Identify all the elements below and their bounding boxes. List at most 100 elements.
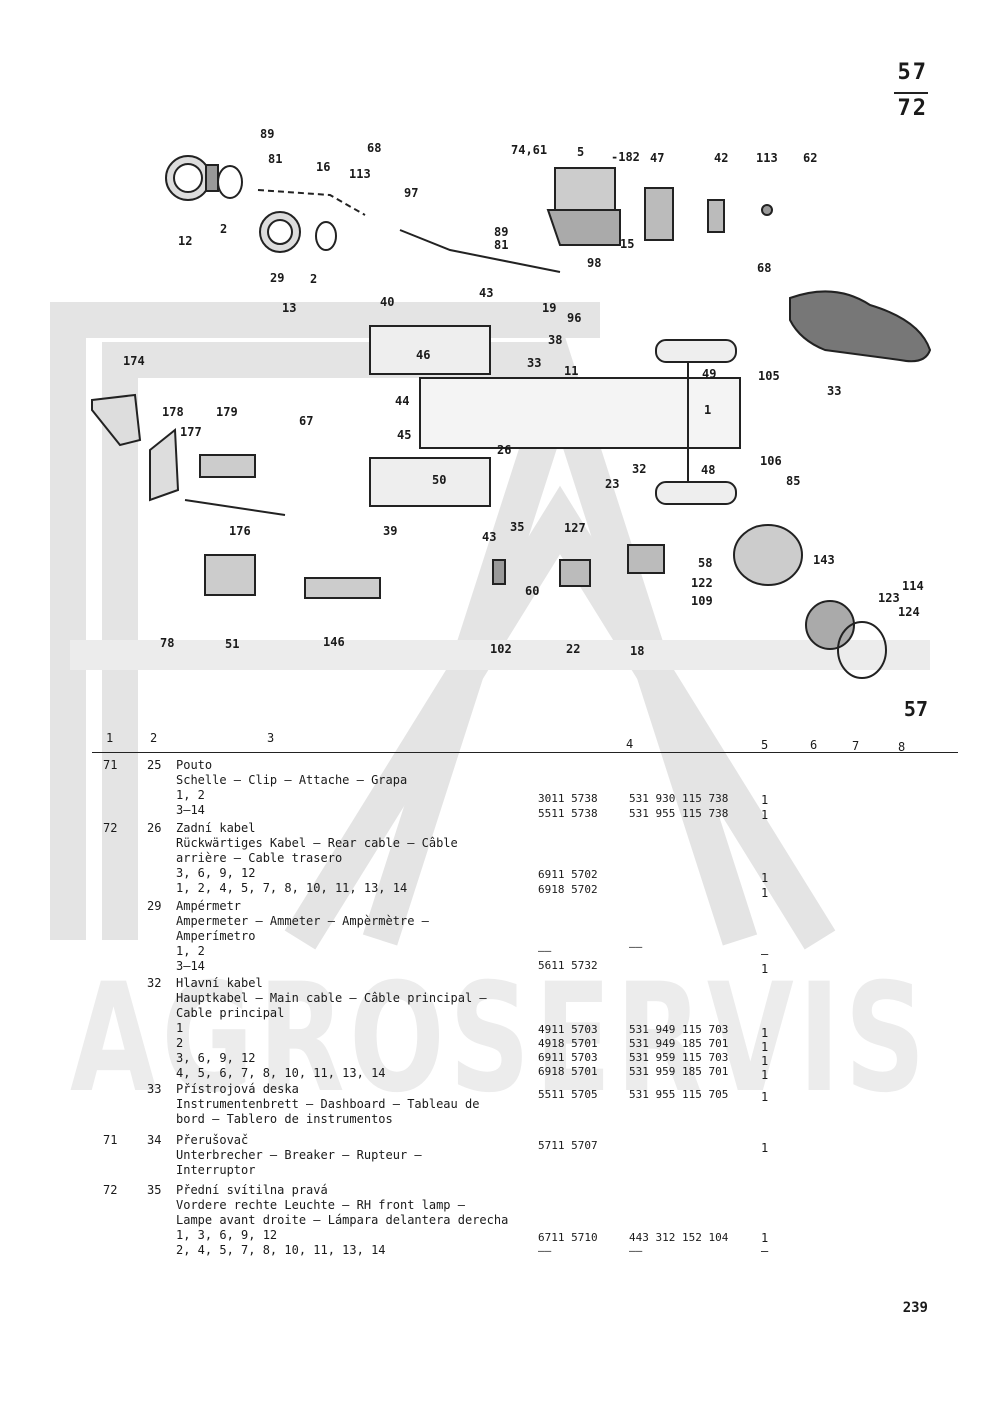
callout: 33 [827,384,842,398]
order-no: 5611 5732 [538,959,598,972]
desc-line: Cable principal [176,1006,285,1020]
order-no: —— [538,944,552,957]
qty: 1 [761,1090,769,1104]
callout: 19 [542,301,557,315]
callout: 102 [490,642,512,656]
callout: 176 [229,524,251,538]
headlamp-ring [837,621,887,679]
qty: 1 [761,808,769,822]
ring-2 [217,165,243,199]
fender-39 [369,457,491,507]
desc-line: Pouto [176,758,213,772]
row-qty: 1 [761,1141,781,1156]
col-header-8: 8 [898,740,906,754]
row-order-no: 3011 5738 5511 5738 [538,791,628,821]
order-no: 6911 5702 [538,868,598,881]
callout: 32 [632,462,647,476]
part-no: 531 959 115 703 [629,1051,729,1064]
callout: 44 [395,394,410,408]
callout: 174 [123,354,145,368]
callout: 81 [268,152,283,166]
front-axle-bottom [655,481,737,505]
desc-line: 2, 4, 5, 7, 8, 10, 11, 13, 14 [176,1243,386,1257]
part-18 [627,544,665,574]
desc-line: Zadní kabel [176,821,256,835]
callout: 127 [564,521,586,535]
row-position: 26 [147,821,162,835]
row-order-no: 6711 5710 —— [538,1231,628,1257]
row-order-no: 5711 5707 [538,1138,628,1153]
desc-line: Interruptor [176,1163,256,1177]
desc-line: Instrumentenbrett — Dashboard — Tableau … [176,1097,480,1111]
callout: 58 [698,556,713,570]
row-order-no: 5511 5705 [538,1087,628,1102]
row-qty: 1 — [761,1232,781,1258]
page-fraction-numerator: 57 [897,60,928,85]
fender-40 [369,325,491,375]
part-47 [644,187,674,241]
desc-line: 1, 3, 6, 9, 12 [176,1228,278,1242]
switch-22 [559,559,591,587]
row-part-no: 443 312 152 104 —— [629,1231,739,1257]
part-51 [204,554,256,596]
col-header-3: 3 [267,731,275,745]
desc-line: 3—14 [176,959,205,973]
plate-178 [149,427,180,502]
desc-line: Přerušovač [176,1133,249,1147]
callout: 97 [404,186,419,200]
part-no: 531 959 185 701 [629,1065,729,1078]
qty: 1 [761,962,769,976]
row-qty: 1 1 [761,871,781,901]
part-no: —— [629,940,643,953]
callout: 33 [527,356,542,370]
callout: 18 [630,644,645,658]
order-no: 5711 5707 [538,1139,598,1152]
callout: 105 [758,369,780,383]
desc-line: Ampérmetr [176,899,242,913]
callout: 89 [260,127,275,141]
callout: 122 [691,576,713,590]
tractor-body [419,377,741,449]
callout: 46 [416,348,431,362]
callout: 23 [605,477,620,491]
callout: 1 [704,403,712,417]
callout: -182 [611,150,640,164]
part-no: 443 312 152 104 [629,1231,729,1244]
qty: 1 [761,1026,769,1040]
desc-line: 1, 2, 4, 5, 7, 8, 10, 11, 13, 14 [176,881,408,895]
callout: 62 [803,151,818,165]
row-description: Hlavní kabel Hauptkabel — Main cable — C… [176,976,536,1081]
desc-line: Přístrojová deska [176,1082,299,1096]
part-no: 531 949 185 701 [629,1037,729,1050]
desc-line: Lampe avant droite — Lámpara delantera d… [176,1213,509,1227]
callout: 12 [178,234,193,248]
callout: 15 [620,237,635,251]
desc-line: Schelle — Clip — Attache — Grapa [176,773,408,787]
row-group: 71 [103,758,118,772]
col-header-1: 1 [106,731,114,745]
callout: 5 [577,145,585,159]
desc-line: bord — Tablero de instrumentos [176,1112,393,1126]
qty: 1 [761,1040,769,1054]
desc-line: 1, 2 [176,944,205,958]
ring-2b [315,221,337,251]
col-header-6: 6 [810,738,818,752]
qty: 1 [761,1068,769,1082]
part-no: 531 955 115 738 [629,807,729,820]
callout: 35 [510,520,525,534]
headlamp-lens-124 [805,600,855,650]
footer-page-number: 239 [902,1300,928,1316]
callout: 89 [494,225,509,239]
desc-line: 3, 6, 9, 12 [176,1051,256,1065]
desc-line: 3, 6, 9, 12 [176,866,256,880]
desc-line: 1 [176,1021,184,1035]
callout: 178 [162,405,184,419]
page-fraction-rule [894,92,928,94]
qty: 1 [761,1141,769,1155]
row-qty: 1 1 1 1 [761,1026,781,1082]
bracket-174 [91,393,142,447]
qty: — [761,1244,769,1258]
desc-line: Rückwärtiges Kabel — Rear cable — Câble [176,836,458,850]
rod-176 [184,499,286,516]
part-no: —— [629,1244,643,1257]
